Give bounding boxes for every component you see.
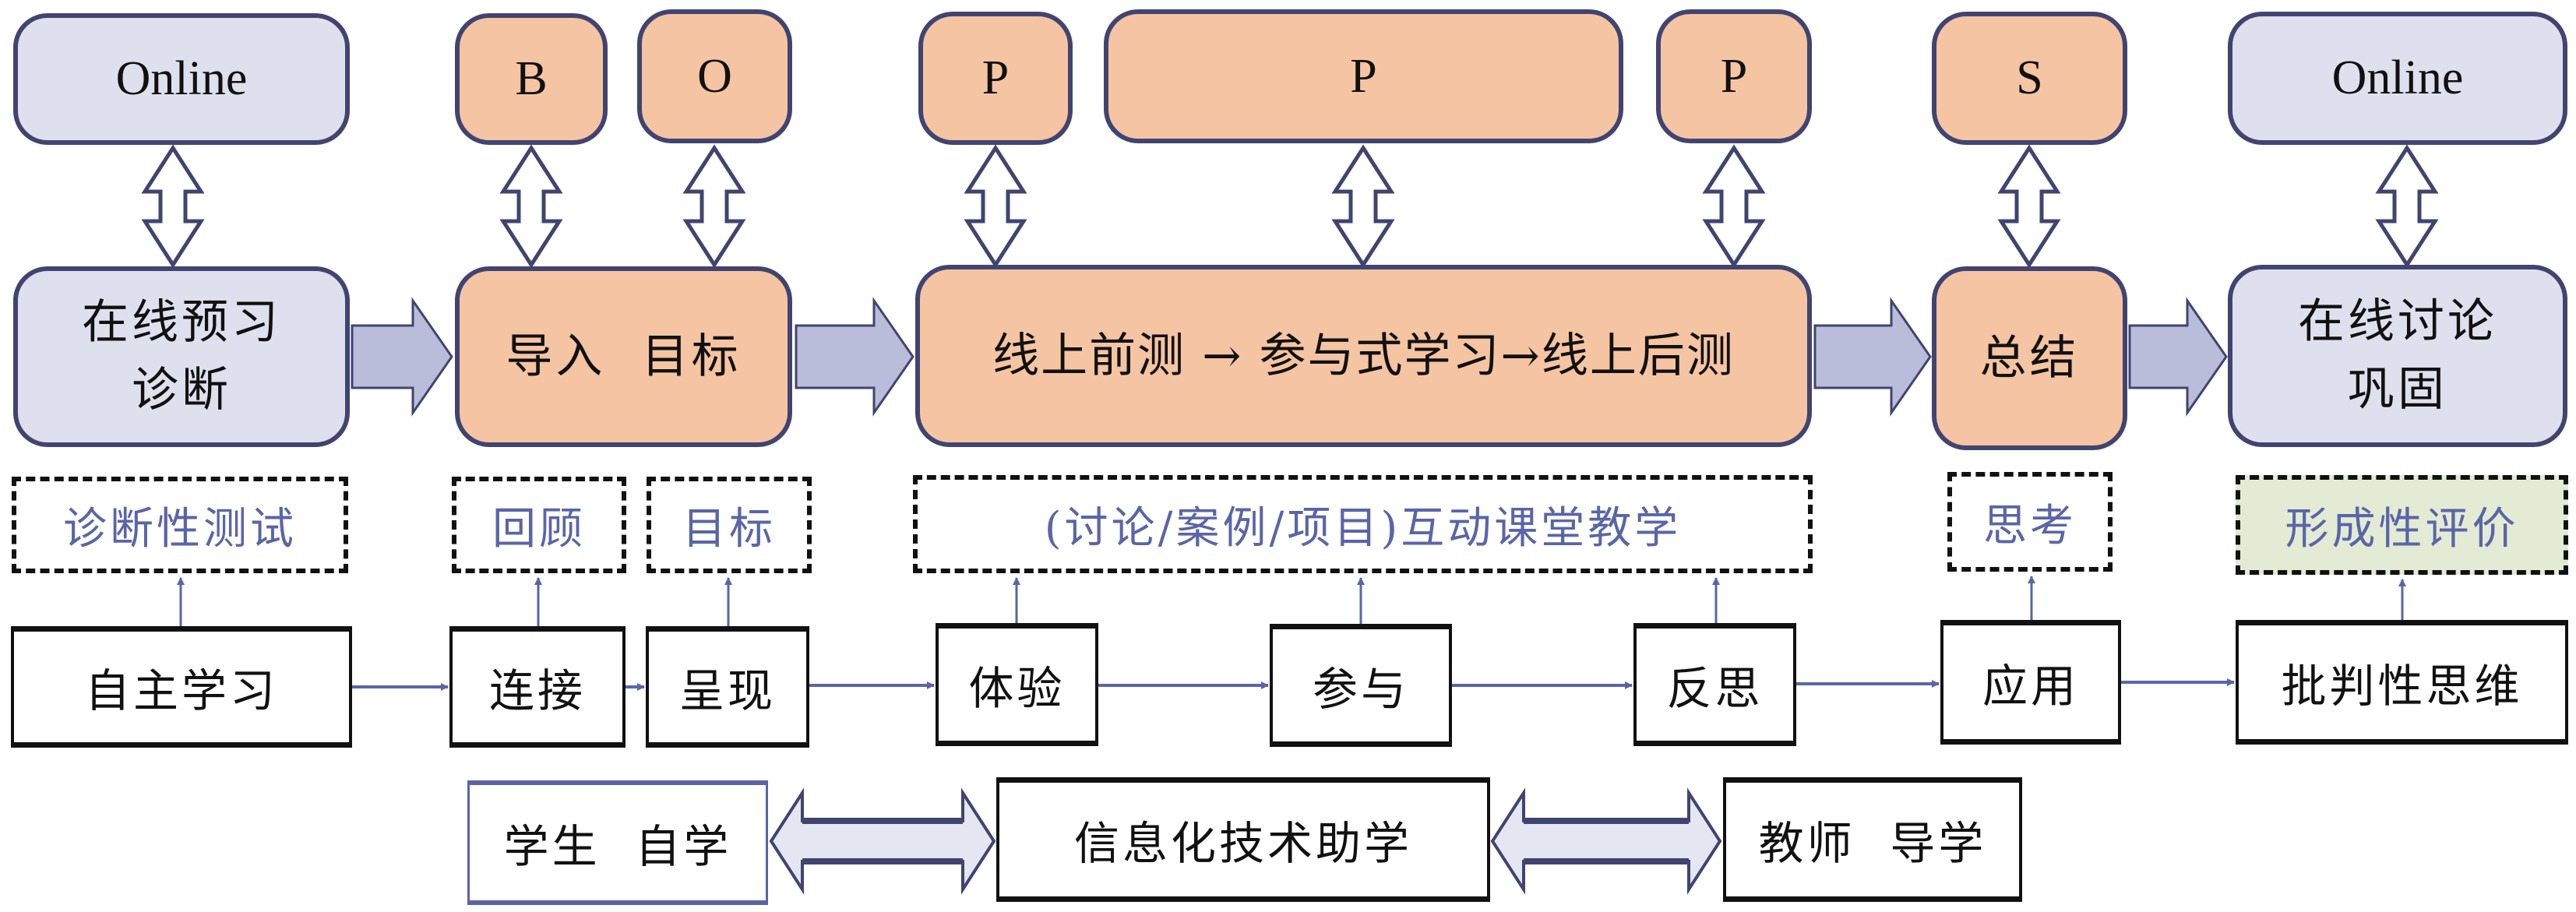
p-box-2: P (1104, 9, 1623, 143)
s-box: S (1932, 12, 2127, 145)
process-self-study-label: 自主学习 (84, 664, 278, 717)
b-box: B (455, 13, 608, 145)
bottom-student-label: 学生 自学 (503, 820, 732, 873)
bottom-student: 学生 自学 (467, 780, 768, 905)
double-arrow-icon (964, 144, 1027, 269)
double-arrow-icon (1331, 144, 1395, 269)
process-reflect-label: 反思 (1666, 662, 1764, 715)
p-label-2: P (1350, 49, 1377, 103)
process-apply-label: 应用 (1982, 660, 2079, 713)
stage-summary: 总结 (1932, 266, 2127, 450)
stage-preview-line2: 诊断 (132, 363, 231, 417)
double-arrow-icon (2375, 144, 2439, 269)
bottom-it-assisted: 信息化技术助学 (996, 777, 1490, 902)
activity-review: 回顾 (452, 477, 626, 573)
process-participate: 参与 (1270, 624, 1452, 747)
o-box: O (637, 9, 792, 143)
online-box-left: Online (13, 13, 350, 145)
process-critical-thinking: 批判性思维 (2236, 620, 2568, 745)
stage-intro-label: 导入 目标 (506, 329, 742, 384)
activity-interactive-teaching: (讨论/案例/项目)互动课堂教学 (913, 475, 1813, 573)
bottom-it-assisted-label: 信息化技术助学 (1073, 817, 1412, 870)
stage-participatory-label: 线上前测 → 参与式学习→线上后测 (992, 328, 1735, 383)
b-label: B (515, 52, 548, 105)
double-arrow-horizontal-icon (769, 787, 996, 895)
double-arrow-icon (499, 144, 563, 269)
activity-review-label: 回顾 (492, 503, 586, 555)
stage-discussion-line1: 在线讨论 (2298, 294, 2497, 349)
activity-goal-label: 目标 (682, 503, 776, 555)
stage-discussion: 在线讨论 巩固 (2228, 265, 2567, 447)
p-box-3: P (1656, 9, 1812, 143)
double-arrow-icon (1997, 144, 2061, 269)
flow-arrow-icon (795, 297, 914, 417)
process-self-study: 自主学习 (11, 626, 352, 748)
process-experience: 体验 (936, 623, 1098, 746)
stage-discussion-line2: 巩固 (2348, 362, 2447, 417)
online-label-right: Online (2331, 51, 2464, 104)
process-critical-thinking-label: 批判性思维 (2281, 660, 2523, 713)
s-label: S (2016, 51, 2043, 104)
online-box-right: Online (2228, 12, 2567, 145)
double-arrow-icon (1702, 144, 1766, 269)
p-box-1: P (918, 12, 1073, 145)
stage-summary-label: 总结 (1979, 330, 2080, 386)
online-label: Online (115, 52, 248, 105)
bottom-teacher-label: 教师 导学 (1758, 817, 1987, 870)
stage-intro: 导入 目标 (455, 266, 792, 447)
process-experience-label: 体验 (968, 662, 1066, 715)
double-arrow-icon (141, 144, 205, 269)
activity-diagnostic-test-label: 诊断性测试 (63, 503, 297, 555)
activity-interactive-teaching-label: (讨论/案例/项目)互动课堂教学 (1044, 502, 1682, 554)
process-participate-label: 参与 (1312, 663, 1409, 716)
activity-thinking-label: 思考 (1983, 500, 2077, 551)
process-connect-label: 连接 (488, 664, 586, 717)
flow-arrow-icon (2128, 297, 2228, 417)
flow-arrow-icon (1813, 297, 1932, 417)
o-label: O (697, 49, 732, 103)
process-connect: 连接 (449, 626, 625, 748)
process-reflect: 反思 (1633, 623, 1796, 746)
activity-thinking: 思考 (1947, 472, 2113, 572)
process-present: 呈现 (646, 626, 809, 748)
stage-preview: 在线预习 诊断 (13, 266, 350, 447)
activity-diagnostic-test: 诊断性测试 (12, 477, 348, 573)
activity-formative-evaluation-label: 形成性评价 (2285, 503, 2519, 555)
stage-participatory: 线上前测 → 参与式学习→线上后测 (915, 265, 1812, 447)
process-present-label: 呈现 (678, 664, 776, 717)
process-apply: 应用 (1940, 620, 2121, 745)
flow-arrow-icon (351, 297, 453, 417)
stage-preview-line1: 在线预习 (82, 295, 281, 350)
p-label-3: P (1720, 49, 1748, 103)
bottom-teacher: 教师 导学 (1723, 777, 2022, 902)
double-arrow-horizontal-icon (1490, 787, 1722, 895)
activity-formative-evaluation: 形成性评价 (2236, 475, 2568, 575)
p-label-1: P (981, 51, 1010, 104)
activity-goal: 目标 (647, 477, 812, 573)
double-arrow-icon (682, 144, 746, 269)
